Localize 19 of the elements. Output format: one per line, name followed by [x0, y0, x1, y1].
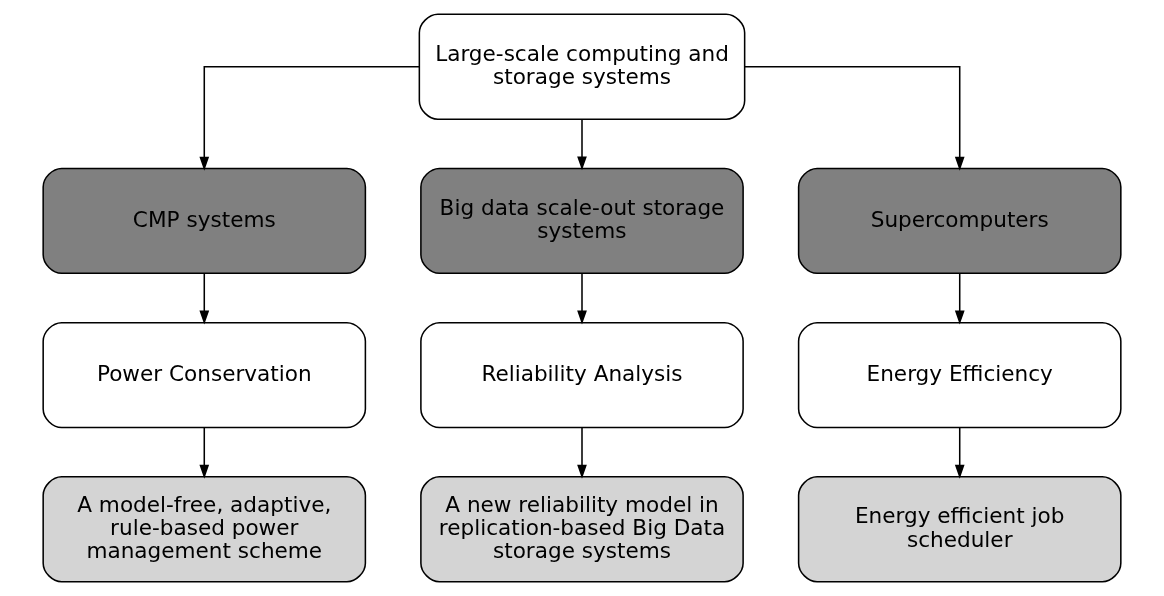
arrow: [954, 272, 965, 325]
arrow: [577, 426, 587, 479]
node-box: Power Conservation: [42, 321, 367, 429]
node-box: Energy efficient job scheduler: [797, 476, 1122, 583]
arrow: [199, 426, 210, 479]
arrow: [199, 272, 210, 325]
node-box: Reliability Analysis: [420, 321, 744, 429]
arrow: [954, 426, 965, 479]
arrow: [744, 65, 965, 171]
arrow: [577, 118, 587, 171]
node-box: Big data scale-out storage systems: [420, 167, 744, 275]
node-box: Supercomputers: [797, 167, 1122, 275]
node-box: CMP systems: [42, 167, 367, 275]
arrow: [577, 272, 587, 325]
arrow: [199, 65, 420, 171]
node-box: Large-scale computing and storage systems: [418, 13, 746, 120]
node-box: A model-free, adaptive, rule-based power management scheme: [42, 476, 367, 583]
node-box: A new reliability model in replication-based Big Data storage systems: [420, 476, 744, 583]
node-box: Energy Efficiency: [797, 321, 1122, 429]
